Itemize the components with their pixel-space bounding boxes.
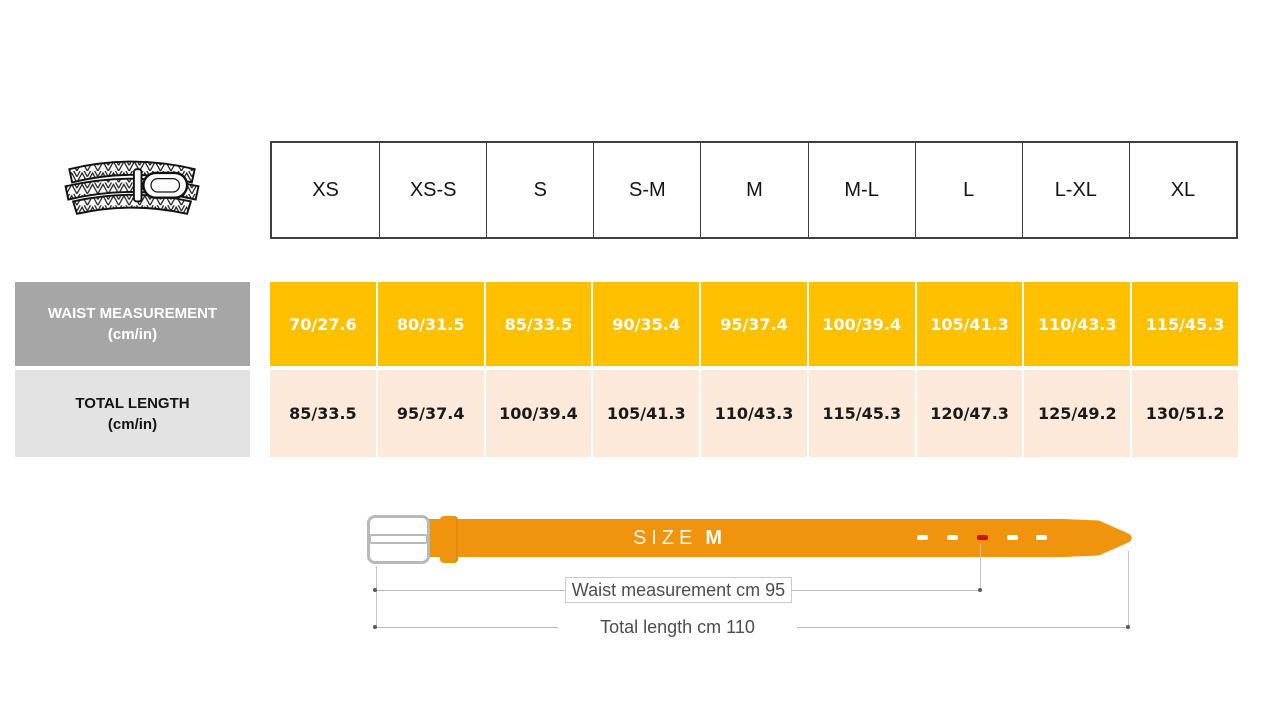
total-value-cell: 120/47.3 [916, 370, 1023, 457]
waist-value-cell: 70/27.6 [270, 282, 376, 366]
belt-hole [917, 535, 928, 540]
total-value-cell: 130/51.2 [1132, 370, 1238, 457]
belt-hole [1036, 535, 1047, 540]
size-header-cell: XL [1128, 143, 1236, 237]
dimension-extension-line-hole [980, 544, 981, 590]
belt-size-text: SIZE M [560, 519, 795, 557]
belt-strap [425, 519, 1065, 557]
dimension-extension-line-buckle [376, 566, 377, 628]
size-header-cell: XS-S [379, 143, 486, 237]
waist-value-cell: 110/43.3 [1024, 282, 1131, 366]
waist-value-cell: 115/45.3 [1132, 282, 1238, 366]
waist-value-cell: 105/41.3 [916, 282, 1023, 366]
size-header-cell: L-XL [1021, 143, 1129, 237]
belt-buckle-prong [369, 534, 428, 544]
dimension-extension-line-tip [1128, 551, 1129, 628]
total-annotation-text: Total length cm 110 [558, 616, 797, 639]
waist-value-cell: 90/35.4 [593, 282, 700, 366]
size-header-cell: M [700, 143, 807, 237]
row-label-unit: (cm/in) [107, 326, 158, 343]
dimension-dot [1126, 625, 1130, 629]
total-value-cell: 100/39.4 [485, 370, 592, 457]
belt-hole [947, 535, 958, 540]
total-value-cell: 95/37.4 [377, 370, 484, 457]
size-header-cell: M-L [807, 143, 915, 237]
belt-hole [1007, 535, 1018, 540]
total-length-row: 85/33.5 95/37.4 100/39.4 105/41.3 110/43… [270, 370, 1238, 457]
belt-hole-red [977, 535, 988, 540]
total-value-cell: 115/45.3 [808, 370, 915, 457]
total-length-row-label: TOTAL LENGTH (cm/in) [15, 370, 250, 457]
total-value-cell: 105/41.3 [593, 370, 700, 457]
total-value-cell: 85/33.5 [270, 370, 376, 457]
size-header-cell: L [914, 143, 1022, 237]
dimension-dot [373, 588, 377, 592]
waist-value-cell: 85/33.5 [485, 282, 592, 366]
total-value-cell: 110/43.3 [701, 370, 807, 457]
size-header-table: XS XS-S S S-M M M-L L L-XL XL [270, 141, 1238, 239]
row-label-text: WAIST MEASUREMENT [47, 305, 218, 322]
waist-value-cell: 80/31.5 [377, 282, 484, 366]
size-header-cell: XS [312, 178, 339, 201]
braided-belt-icon [64, 160, 200, 215]
size-header-cell: S [486, 143, 593, 237]
size-value: M [705, 527, 723, 549]
total-value-cell: 125/49.2 [1024, 370, 1131, 457]
waist-annotation-text: Waist measurement cm 95 [571, 579, 786, 600]
waist-measurement-row-label: WAIST MEASUREMENT (cm/in) [15, 282, 250, 366]
size-word: SIZE [632, 527, 698, 549]
row-label-text: TOTAL LENGTH [75, 394, 190, 412]
belt-keeper [440, 516, 458, 563]
row-label-unit: (cm/in) [107, 415, 158, 433]
belt-tip [1063, 519, 1132, 557]
dimension-dot [373, 625, 377, 629]
waist-measurement-row: 70/27.6 80/31.5 85/33.5 90/35.4 95/37.4 … [270, 282, 1238, 366]
dimension-dot [978, 588, 982, 592]
waist-value-cell: 95/37.4 [701, 282, 807, 366]
waist-value-cell: 100/39.4 [808, 282, 915, 366]
size-header-cell: S-M [593, 143, 700, 237]
waist-annotation-box: Waist measurement cm 95 [565, 577, 792, 603]
